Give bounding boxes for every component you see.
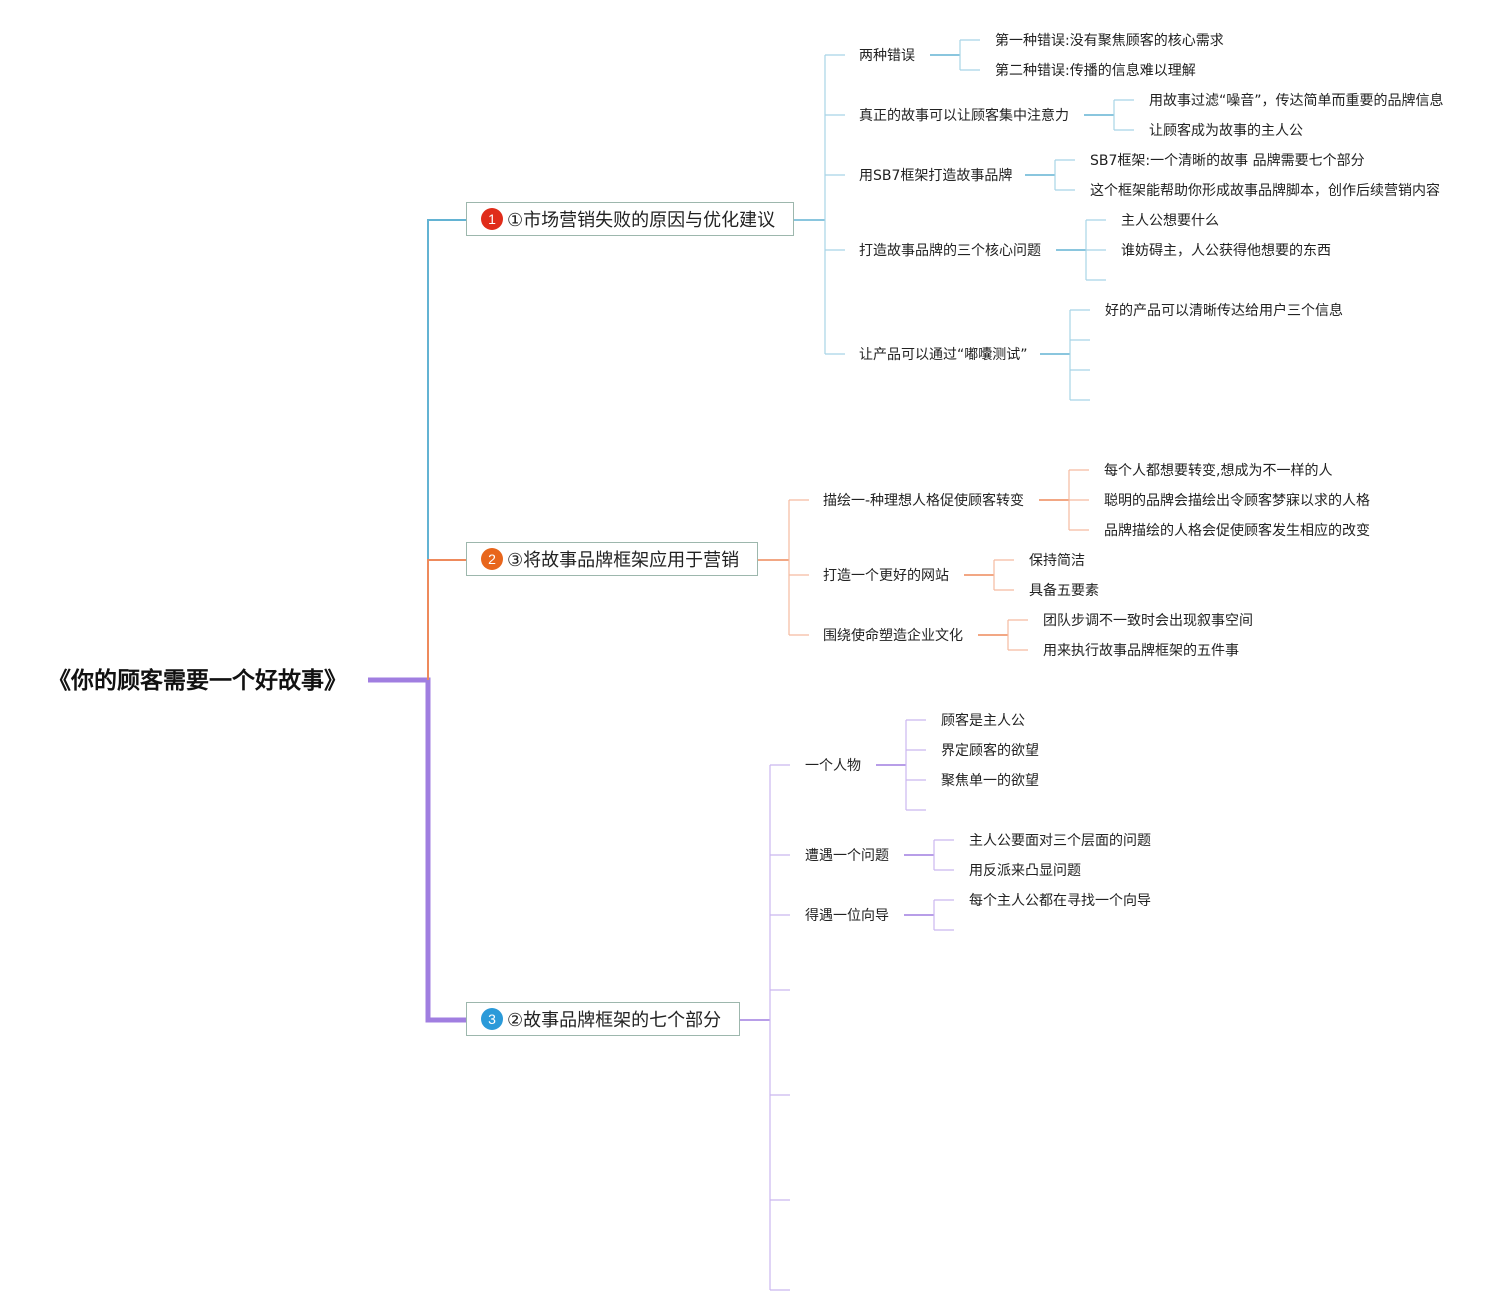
leaf-topic[interactable]: 每个主人公都在寻找一个向导 — [969, 893, 1151, 909]
leaf-topic[interactable]: 团队步调不一致时会出现叙事空间 — [1043, 613, 1253, 629]
leaf-topic[interactable]: 这个框架能帮助你形成故事品牌脚本，创作后续营销内容 — [1090, 183, 1440, 199]
branch-topic-2[interactable]: 2 ③将故事品牌框架应用于营销 — [466, 542, 758, 576]
branch-label: ②故事品牌框架的七个部分 — [507, 1010, 722, 1031]
subtopic[interactable]: 打造故事品牌的三个核心问题 — [859, 243, 1041, 259]
subtopic[interactable]: 描绘一-种理想人格促使顾客转变 — [823, 493, 1025, 509]
leaf-topic[interactable]: 让顾客成为故事的主人公 — [1149, 123, 1303, 139]
leaf-topic[interactable]: 用故事过滤“噪音”，传达简单而重要的品牌信息 — [1149, 93, 1444, 109]
leaf-topic[interactable]: 聪明的品牌会描绘出令顾客梦寐以求的人格 — [1104, 493, 1370, 509]
leaf-topic[interactable]: 保持简洁 — [1029, 553, 1085, 569]
leaf-topic[interactable]: 第二种错误:传播的信息难以理解 — [995, 63, 1196, 79]
connector-line — [427, 219, 466, 680]
leaf-topic[interactable]: 第一种错误:没有聚焦顾客的核心需求 — [995, 33, 1224, 49]
connector-line — [427, 559, 466, 680]
priority-1-icon: 1 — [481, 208, 503, 230]
leaf-topic[interactable]: 品牌描绘的人格会促使顾客发生相应的改变 — [1104, 523, 1370, 539]
branch-label: ③将故事品牌框架应用于营销 — [507, 550, 740, 571]
subtopic[interactable]: 真正的故事可以让顾客集中注意力 — [859, 108, 1069, 124]
subtopic[interactable]: 遭遇一个问题 — [805, 848, 889, 864]
priority-3-icon: 3 — [481, 1008, 503, 1030]
connector-line — [368, 677, 466, 1023]
subtopic[interactable]: 用SB7框架打造故事品牌 — [859, 168, 1013, 184]
branch-label: ①市场营销失败的原因与优化建议 — [507, 210, 776, 231]
branch-topic-1[interactable]: 1 ①市场营销失败的原因与优化建议 — [466, 202, 794, 236]
subtopic[interactable]: 围绕使命塑造企业文化 — [823, 628, 963, 644]
subtopic[interactable]: 让产品可以通过“嘟囔测试” — [859, 347, 1028, 363]
branch-topic-3[interactable]: 3 ②故事品牌框架的七个部分 — [466, 1002, 740, 1036]
priority-2-icon: 2 — [481, 548, 503, 570]
subtopic[interactable]: 两种错误 — [859, 48, 915, 64]
root-topic[interactable]: 《你的顾客需要一个好故事》 — [48, 668, 347, 694]
leaf-topic[interactable]: 主人公想要什么 — [1121, 213, 1219, 229]
subtopic[interactable]: 打造一个更好的网站 — [823, 568, 949, 584]
leaf-topic[interactable]: 用反派来凸显问题 — [969, 863, 1081, 879]
leaf-topic[interactable]: 每个人都想要转变,想成为不一样的人 — [1104, 463, 1333, 479]
leaf-topic[interactable]: 顾客是主人公 — [941, 713, 1025, 729]
leaf-topic[interactable]: 界定顾客的欲望 — [941, 743, 1039, 759]
leaf-topic[interactable]: 聚焦单一的欲望 — [941, 773, 1039, 789]
leaf-topic[interactable]: 好的产品可以清晰传达给用户三个信息 — [1105, 303, 1343, 319]
leaf-topic[interactable]: 具备五要素 — [1029, 583, 1099, 599]
subtopic[interactable]: 一个人物 — [805, 758, 861, 774]
leaf-topic[interactable]: 谁妨碍主，人公获得他想要的东西 — [1121, 243, 1331, 259]
leaf-topic[interactable]: 用来执行故事品牌框架的五件事 — [1043, 643, 1239, 659]
subtopic[interactable]: 得遇一位向导 — [805, 908, 889, 924]
leaf-topic[interactable]: 主人公要面对三个层面的问题 — [969, 833, 1151, 849]
leaf-topic[interactable]: SB7框架:一个清晰的故事 品牌需要七个部分 — [1090, 153, 1365, 169]
